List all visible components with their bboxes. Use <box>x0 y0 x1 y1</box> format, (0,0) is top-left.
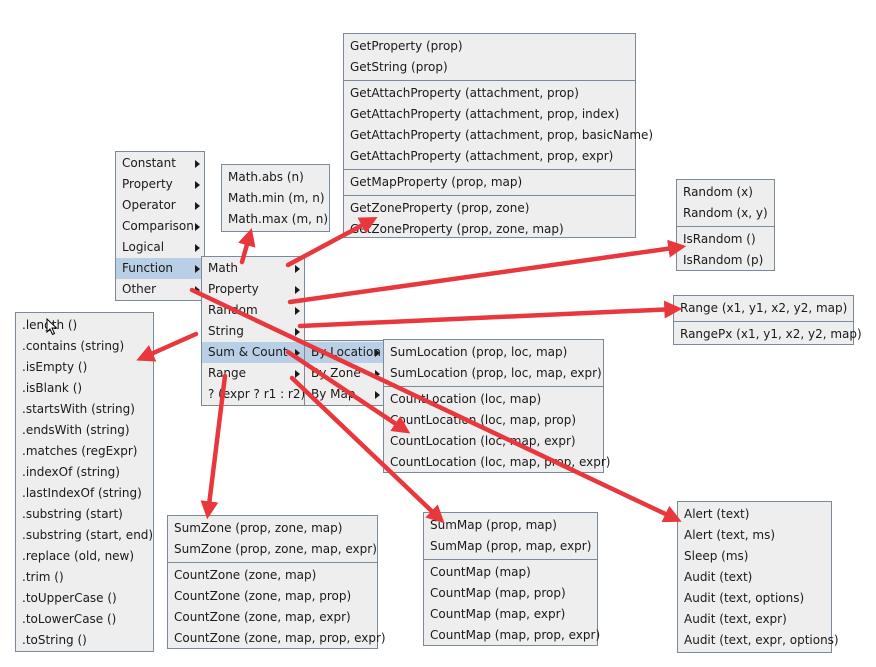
menu-item-audit-2[interactable]: Audit (text, options) <box>684 591 805 605</box>
arrow-to-random-menu <box>287 239 687 305</box>
menu-item-audit-3[interactable]: Audit (text, expr) <box>684 612 787 626</box>
menu-item-audit-4[interactable]: Audit (text, expr, options) <box>684 633 839 647</box>
menu-item-getattachproperty-2[interactable]: GetAttachProperty (attachment, prop, ind… <box>350 107 620 121</box>
menu-item-random-x[interactable]: Random (x) <box>683 185 753 199</box>
menu-item-matches[interactable]: .matches (regExpr) <box>22 444 138 458</box>
other-menu: Alert (text) Alert (text, ms) Sleep (ms)… <box>677 501 839 653</box>
menu-item-countzone-2[interactable]: CountZone (zone, map, prop) <box>174 589 352 603</box>
menu-separator <box>344 195 635 196</box>
menu-item-audit-1[interactable]: Audit (text) <box>684 570 753 584</box>
menu-separator <box>674 321 853 322</box>
menu-item-getattachproperty-3[interactable]: GetAttachProperty (attachment, prop, bas… <box>350 128 654 142</box>
menu-item-getmapproperty[interactable]: GetMapProperty (prop, map) <box>350 175 523 189</box>
menu-item-getproperty[interactable]: GetProperty (prop) <box>350 39 463 53</box>
menu-item-countzone-4[interactable]: CountZone (zone, map, prop, expr) <box>174 631 386 645</box>
menu-item-sleep[interactable]: Sleep (ms) <box>684 549 749 563</box>
root-menu: Constant Property Operator Comparison Lo… <box>115 151 205 301</box>
menu-separator <box>168 562 377 563</box>
menu-item-sumlocation-2[interactable]: SumLocation (prop, loc, map, expr) <box>390 366 602 380</box>
menu-item-indexof[interactable]: .indexOf (string) <box>22 465 120 479</box>
menu-item-startswith[interactable]: .startsWith (string) <box>22 402 135 416</box>
menu-item-israndom[interactable]: IsRandom () <box>683 232 756 246</box>
menu-item-getattachproperty-1[interactable]: GetAttachProperty (attachment, prop) <box>350 86 579 100</box>
menu-item-touppercase[interactable]: .toUpperCase () <box>22 591 117 605</box>
menu-item-substring-start-end[interactable]: .substring (start, end) <box>22 528 154 542</box>
menu-item-isblank[interactable]: .isBlank () <box>22 381 83 395</box>
menu-item-countzone-1[interactable]: CountZone (zone, map) <box>174 568 317 582</box>
menu-item-alert-2[interactable]: Alert (text, ms) <box>684 528 775 542</box>
menu-item-countlocation-3[interactable]: CountLocation (loc, map, expr) <box>390 434 576 448</box>
menu-item-tostring[interactable]: .toString () <box>22 633 87 647</box>
get-property-menu: GetProperty (prop) GetString (prop) GetA… <box>343 33 654 238</box>
arrow-to-range-menu <box>297 300 683 329</box>
menu-item-countlocation-2[interactable]: CountLocation (loc, map, prop) <box>390 413 577 427</box>
menu-item-by-map[interactable]: By Map <box>305 384 384 405</box>
math-menu: Math.abs (n) Math.min (m, n) Math.max (m… <box>221 164 330 232</box>
range-menu: Range (x1, y1, x2, y2, map) RangePx (x1,… <box>673 295 862 345</box>
menu-item-rangepx[interactable]: RangePx (x1, y1, x2, y2, map) <box>680 327 862 341</box>
menu-item-other[interactable]: Other <box>116 279 204 300</box>
menu-item-getzoneproperty-1[interactable]: GetZoneProperty (prop, zone) <box>350 201 530 215</box>
menu-item-tolowercase[interactable]: .toLowerCase () <box>22 612 117 626</box>
menu-item-countmap-2[interactable]: CountMap (map, prop) <box>430 586 566 600</box>
menu-item-countzone-3[interactable]: CountZone (zone, map, expr) <box>174 610 351 624</box>
by-zone-menu: SumZone (prop, zone, map) SumZone (prop,… <box>167 515 386 649</box>
menu-separator <box>677 226 774 227</box>
menu-item-constant[interactable]: Constant <box>116 153 204 174</box>
menu-item-isempty[interactable]: .isEmpty () <box>22 360 88 374</box>
menu-item-math-abs[interactable]: Math.abs (n) <box>228 170 304 184</box>
menu-item-by-location[interactable]: By Location <box>305 342 384 363</box>
menu-item-getzoneproperty-2[interactable]: GetZoneProperty (prop, zone, map) <box>350 222 564 236</box>
menu-item-alert-1[interactable]: Alert (text) <box>684 507 750 521</box>
menu-item-math-min[interactable]: Math.min (m, n) <box>228 191 325 205</box>
menu-item-endswith[interactable]: .endsWith (string) <box>22 423 130 437</box>
menu-item-getattachproperty-4[interactable]: GetAttachProperty (attachment, prop, exp… <box>350 149 614 163</box>
menu-item-countlocation-1[interactable]: CountLocation (loc, map) <box>390 392 542 406</box>
menu-item-range[interactable]: Range <box>202 363 304 384</box>
random-menu: Random (x) Random (x, y) IsRandom () IsR… <box>676 179 775 271</box>
menu-item-substring-start[interactable]: .substring (start) <box>22 507 123 521</box>
menu-item-conditional[interactable]: ? (expr ? r1 : r2) <box>208 387 306 401</box>
menu-item-range-fn[interactable]: Range (x1, y1, x2, y2, map) <box>680 301 848 315</box>
menu-item-israndom-p[interactable]: IsRandom (p) <box>683 253 764 267</box>
menu-item-operator[interactable]: Operator <box>116 195 204 216</box>
menu-item-math-max[interactable]: Math.max (m, n) <box>228 212 329 226</box>
sum-count-menu: By Location By Zone By Map <box>304 340 385 406</box>
menu-separator <box>344 169 635 170</box>
menu-item-summap-1[interactable]: SumMap (prop, map) <box>430 518 557 532</box>
menu-item-contains[interactable]: .contains (string) <box>22 339 125 353</box>
string-methods-menu: .length () .contains (string) .isEmpty (… <box>15 312 154 652</box>
menu-item-sumlocation-1[interactable]: SumLocation (prop, loc, map) <box>390 345 568 359</box>
menu-item-countmap-4[interactable]: CountMap (map, prop, expr) <box>430 628 601 642</box>
menu-item-comparison[interactable]: Comparison <box>116 216 204 237</box>
menu-item-length[interactable]: .length () <box>22 318 78 332</box>
menu-item-sumzone-2[interactable]: SumZone (prop, zone, map, expr) <box>174 542 377 556</box>
menu-item-lastindexof[interactable]: .lastIndexOf (string) <box>22 486 142 500</box>
menu-separator <box>344 80 635 81</box>
menu-item-countmap-1[interactable]: CountMap (map) <box>430 565 531 579</box>
menu-item-property[interactable]: Property <box>116 174 204 195</box>
menu-item-sum-count[interactable]: Sum & Count <box>202 342 304 363</box>
menu-item-summap-2[interactable]: SumMap (prop, map, expr) <box>430 539 592 553</box>
function-menu: Math Property Random String Sum & Count … <box>201 256 305 406</box>
menu-item-replace[interactable]: .replace (old, new) <box>22 549 135 563</box>
by-map-menu: SumMap (prop, map) SumMap (prop, map, ex… <box>423 512 601 646</box>
menu-item-function-property[interactable]: Property <box>202 279 304 300</box>
menu-separator <box>384 386 603 387</box>
mouse-cursor-icon <box>46 317 58 336</box>
menu-item-trim[interactable]: .trim () <box>22 570 64 584</box>
menu-item-random[interactable]: Random <box>202 300 304 321</box>
menu-item-countlocation-4[interactable]: CountLocation (loc, map, prop, expr) <box>390 455 611 469</box>
menu-item-getstring[interactable]: GetString (prop) <box>350 60 448 74</box>
by-location-menu: SumLocation (prop, loc, map) SumLocation… <box>383 339 611 473</box>
menu-item-math[interactable]: Math <box>202 258 304 279</box>
menu-item-countmap-3[interactable]: CountMap (map, expr) <box>430 607 566 621</box>
menu-item-function[interactable]: Function <box>116 258 204 279</box>
menu-item-string[interactable]: String <box>202 321 304 342</box>
menu-item-sumzone-1[interactable]: SumZone (prop, zone, map) <box>174 521 343 535</box>
menu-item-by-zone[interactable]: By Zone <box>305 363 384 384</box>
menu-separator <box>424 559 597 560</box>
menu-item-random-xy[interactable]: Random (x, y) <box>683 206 768 220</box>
menu-item-logical[interactable]: Logical <box>116 237 204 258</box>
